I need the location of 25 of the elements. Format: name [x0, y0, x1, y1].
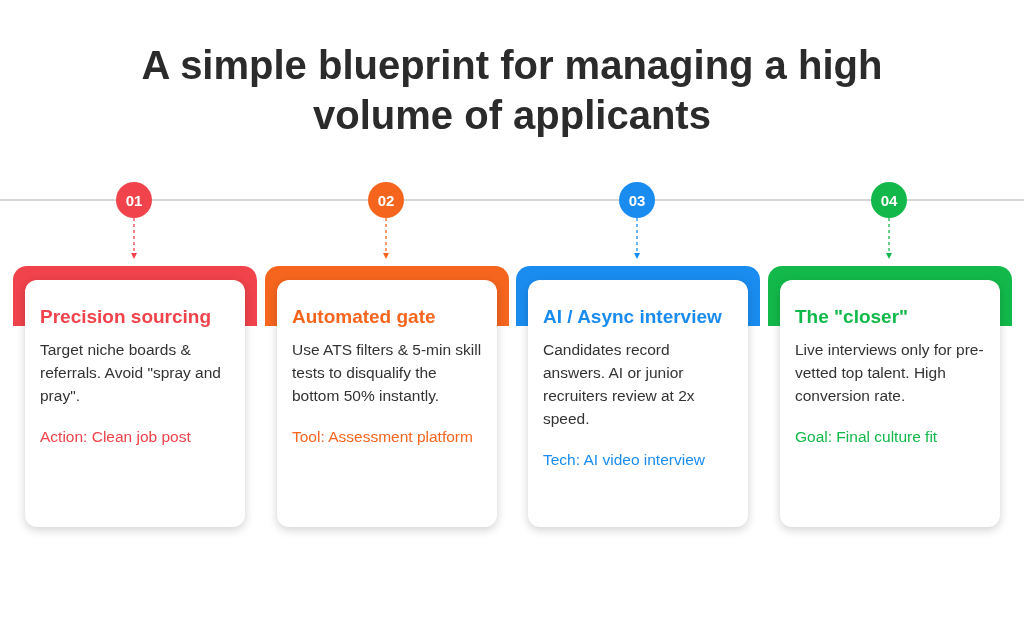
card-note: Goal: Final culture fit — [795, 427, 939, 447]
arrow — [634, 217, 640, 259]
card-note: Tool: Assessment platform — [292, 427, 474, 447]
step-number-circle: 02 — [368, 182, 404, 218]
step-card — [780, 280, 1000, 527]
step-number-circle: 03 — [619, 182, 655, 218]
card-heading: The "closer" — [795, 306, 910, 328]
card-description: Candidates record answers. AI or junior recruiters review at 2x speed. — [543, 340, 696, 429]
card-heading: Precision sourcing — [40, 306, 213, 328]
step-number-circle: 04 — [871, 182, 907, 218]
card-description: Use ATS filters & 5-min skill tests to disqualify the bottom 50% instantly. — [292, 340, 483, 406]
arrow — [886, 217, 892, 259]
step-card — [277, 280, 497, 527]
card-note: Action: Clean job post — [40, 427, 192, 447]
step-number-circle: 01 — [116, 182, 152, 218]
title: A simple blueprint for managing a high volume of applicants — [140, 42, 884, 139]
card-description: Live interviews only for pre-vetted top talent. High conversion rate. — [795, 340, 985, 406]
arrow — [131, 217, 137, 259]
card-note: Tech: AI video interview — [543, 450, 706, 470]
card-heading: Automated gate — [292, 306, 437, 328]
step-card — [25, 280, 245, 527]
card-description: Target niche boards & referrals. Avoid "spray and pray". — [40, 340, 222, 406]
arrow — [383, 217, 389, 259]
card-heading: AI / Async interview — [543, 306, 723, 328]
step-card — [528, 280, 748, 527]
